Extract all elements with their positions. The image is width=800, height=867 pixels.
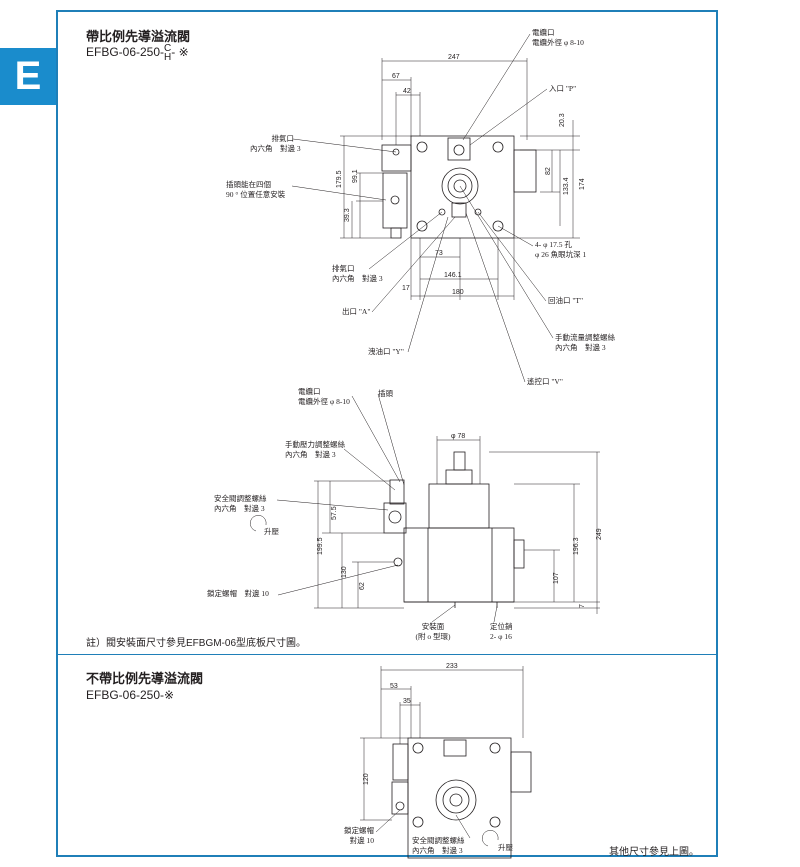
section1-title: 帶比例先導溢流閥 <box>86 29 191 44</box>
dim-233: 233 <box>446 663 458 670</box>
dim-62: 62 <box>359 582 366 590</box>
dim-107: 107 <box>553 572 560 584</box>
dim-42: 42 <box>403 88 411 95</box>
callout-lock-nut: 鎖定螺帽 對邊 10 <box>207 589 269 598</box>
section1-note: 註）閥安裝面尺寸參見EFBGM-06型底板尺寸圖。 <box>86 638 307 649</box>
dim-53: 53 <box>390 683 398 690</box>
section2-title: 不帶比例先導溢流閥 <box>86 671 204 686</box>
callout-vent-top: 排氣口內六角 對邊 3 <box>250 134 301 153</box>
dim-196-3: 196.3 <box>573 537 580 555</box>
dimension-texts: 247 67 42 20.3 82 133.4 174 179.5 99.1 3… <box>317 54 603 785</box>
section-separator <box>58 654 716 655</box>
dim-174: 174 <box>579 178 586 190</box>
drawing-frame <box>56 10 718 857</box>
section2-note: 其他尺寸參見上圖。 <box>609 847 699 858</box>
callout-return-t: 回油口 "T" <box>548 296 584 305</box>
dim-20-3: 20.3 <box>559 113 566 127</box>
dim-73: 73 <box>435 250 443 257</box>
dim-99-1: 99.1 <box>352 169 359 183</box>
callout-drain-y: 洩油口 "Y" <box>368 347 404 356</box>
dim-180: 180 <box>452 289 464 296</box>
dim-67: 67 <box>392 73 400 80</box>
callout-solenoid-port: 電纜口電纜外徑 φ 8-10 <box>532 28 584 47</box>
callout-raise-pressure: 升壓 <box>264 527 279 536</box>
callout-manual-flow: 手動流量調整螺絲內六角 對邊 3 <box>555 333 615 352</box>
dim-39-3: 39.3 <box>344 208 351 222</box>
dim-57-5: 57.5 <box>331 506 338 520</box>
side-view-leaders <box>250 393 498 623</box>
dim-133-4: 133.4 <box>563 177 570 195</box>
dim-247: 247 <box>448 54 460 61</box>
callout-side-solenoid-port: 電纜口電纜外徑 φ 8-10 <box>298 387 350 406</box>
section2-view-dimensions <box>360 666 524 847</box>
callout-manual-pressure: 手動壓力調整螺絲內六角 對邊 3 <box>285 440 345 459</box>
top-view-body <box>381 135 537 239</box>
dim-146-1: 146.1 <box>444 272 462 279</box>
dim-130: 130 <box>341 566 348 578</box>
dim-phi78: φ 78 <box>451 433 465 440</box>
dim-82: 82 <box>545 167 552 175</box>
callout-outlet-a: 出口 "A" <box>342 307 371 316</box>
callout-side-plug: 插頭 <box>378 389 393 398</box>
dim-179-5: 179.5 <box>336 170 343 188</box>
callout-s2-safety-valve: 安全閥調整螺絲內六角 對邊 3 <box>412 836 465 855</box>
side-view-dimensions <box>314 436 600 614</box>
top-view-leaders <box>291 33 554 383</box>
callout-safety-valve: 安全閥調整螺絲內六角 對邊 3 <box>214 494 267 513</box>
dim-17: 17 <box>402 285 410 292</box>
callout-remote-v: 遙控口 "V" <box>527 377 563 386</box>
dim-199-5: 199.5 <box>317 537 324 555</box>
dim-7: 7 <box>579 604 586 608</box>
top-view-dimensions <box>340 58 580 300</box>
callout-vent-bottom: 排氣口內六角 對邊 3 <box>332 264 383 283</box>
callout-inlet-p: 入口 "P" <box>549 84 577 93</box>
dim-249: 249 <box>596 528 603 540</box>
dim-120: 120 <box>363 773 370 785</box>
callout-s2-raise: 升壓 <box>498 843 513 852</box>
callout-mounting-face: 安裝面(附 o 型環) <box>415 622 451 641</box>
section2-view-body <box>391 737 532 859</box>
callout-s2-lock-nut: 鎖定螺帽對邊 10 <box>344 826 374 845</box>
side-view-body <box>383 451 525 608</box>
section2-model: EFBG-06-250-※ <box>86 688 175 702</box>
section-tab-e: E <box>0 48 56 105</box>
dim-35: 35 <box>403 698 411 705</box>
